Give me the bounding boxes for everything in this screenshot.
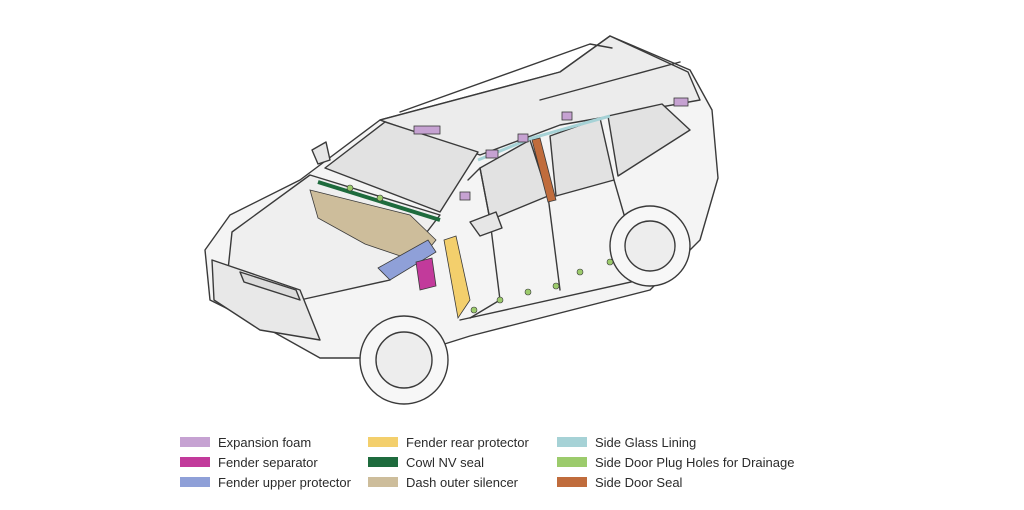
legend-item: Fender separator bbox=[180, 452, 351, 472]
side-mirror bbox=[311, 141, 331, 165]
drain-plug-hole bbox=[470, 306, 478, 314]
vehicle-sealing-diagram bbox=[204, 35, 719, 405]
legend-item: Side Glass Lining bbox=[557, 432, 794, 452]
drain-plug-hole bbox=[576, 268, 584, 276]
door-sill bbox=[459, 279, 641, 321]
drain-plug-hole bbox=[376, 194, 384, 202]
fender-rear-protector bbox=[443, 235, 471, 320]
legend-label: Fender upper protector bbox=[218, 474, 351, 490]
front-bumper bbox=[211, 259, 321, 341]
legend-swatch bbox=[180, 437, 210, 447]
expansion-foam bbox=[485, 149, 499, 159]
legend-swatch bbox=[180, 477, 210, 487]
side-door-seal bbox=[531, 137, 557, 203]
front-wheel-hub bbox=[375, 331, 433, 389]
legend-item: Cowl NV seal bbox=[368, 452, 529, 472]
legend-swatch bbox=[557, 457, 587, 467]
legend-label: Dash outer silencer bbox=[406, 474, 518, 490]
drain-plug-hole bbox=[606, 258, 614, 266]
fender-upper-protector bbox=[377, 239, 437, 281]
quarter-window bbox=[607, 103, 691, 177]
legend-item: Expansion foam bbox=[180, 432, 351, 452]
roof-rail bbox=[399, 43, 613, 113]
legend-column-2: Fender rear protector Cowl NV seal Dash … bbox=[368, 432, 529, 492]
legend-swatch bbox=[557, 477, 587, 487]
expansion-foam bbox=[561, 111, 573, 121]
drain-plug-hole bbox=[346, 184, 354, 192]
legend-item: Side Door Seal bbox=[557, 472, 794, 492]
legend-label: Cowl NV seal bbox=[406, 454, 485, 470]
legend-item: Side Door Plug Holes for Drainage bbox=[557, 452, 794, 472]
drain-plug-hole bbox=[496, 296, 504, 304]
roof bbox=[379, 35, 701, 156]
legend-swatch bbox=[368, 437, 398, 447]
legend-label: Side Door Seal bbox=[595, 474, 683, 490]
legend-label: Side Glass Lining bbox=[595, 434, 697, 450]
legend-swatch bbox=[557, 437, 587, 447]
fender-separator bbox=[415, 257, 437, 291]
legend-item: Dash outer silencer bbox=[368, 472, 529, 492]
legend-swatch bbox=[368, 457, 398, 467]
legend-label: Expansion foam bbox=[218, 434, 312, 450]
legend-item: Fender rear protector bbox=[368, 432, 529, 452]
expansion-foam bbox=[459, 191, 471, 201]
legend-column-1: Expansion foam Fender separator Fender u… bbox=[180, 432, 351, 492]
legend-label: Fender rear protector bbox=[406, 434, 529, 450]
drain-plug-hole bbox=[524, 288, 532, 296]
legend-swatch bbox=[180, 457, 210, 467]
legend-column-3: Side Glass Lining Side Door Plug Holes f… bbox=[557, 432, 794, 492]
headlight bbox=[239, 271, 301, 301]
expansion-foam bbox=[517, 133, 529, 143]
legend-label: Fender separator bbox=[218, 454, 318, 470]
rear-wheel-hub bbox=[624, 220, 676, 272]
legend-item: Fender upper protector bbox=[180, 472, 351, 492]
side-mirror bbox=[469, 211, 503, 237]
legend-swatch bbox=[368, 477, 398, 487]
legend-label: Side Door Plug Holes for Drainage bbox=[595, 454, 795, 470]
expansion-foam bbox=[673, 97, 689, 107]
legend: Expansion foam Fender separator Fender u… bbox=[180, 432, 900, 498]
roof-rail bbox=[539, 61, 681, 101]
windshield bbox=[324, 121, 479, 213]
drain-plug-hole bbox=[552, 282, 560, 290]
expansion-foam bbox=[413, 125, 441, 135]
